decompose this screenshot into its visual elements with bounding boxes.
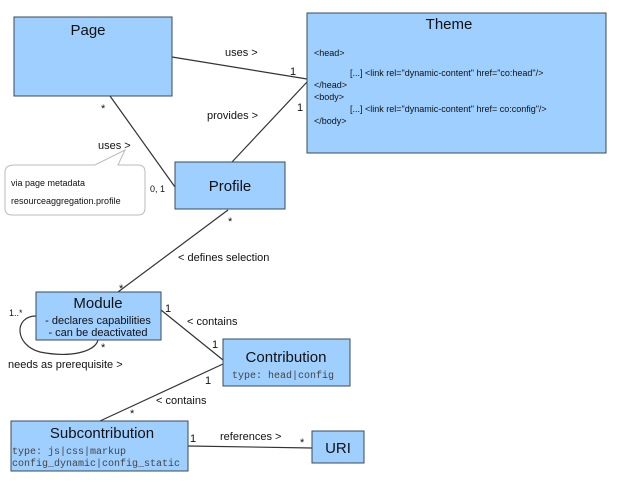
class-name: URI — [325, 440, 351, 457]
note-callout — [4, 148, 146, 216]
theme-code-line: <body> — [314, 92, 344, 102]
multiplicity: 1..* — [9, 308, 23, 318]
assoc-page-profile — [109, 95, 176, 188]
assoc-label: provides > — [207, 110, 258, 122]
assoc-label: uses > — [98, 140, 131, 152]
theme-code-line: <head> — [314, 48, 345, 58]
multiplicity: 1 — [190, 433, 196, 445]
class-name: Page — [70, 22, 105, 39]
multiplicity: * — [101, 342, 106, 354]
subcontribution-type: config_dynamic|config_static — [12, 458, 180, 470]
assoc-label: uses > — [225, 47, 258, 59]
multiplicity: * — [101, 103, 106, 115]
class-name: Subcontribution — [50, 425, 154, 442]
assoc-contribution-subcontribution — [99, 363, 224, 422]
multiplicity: 1 — [212, 339, 218, 351]
module-feature: - declares capabilities — [45, 315, 151, 327]
multiplicity: 1 — [205, 375, 211, 387]
assoc-label: < contains — [156, 395, 207, 407]
class-name: Contribution — [246, 349, 327, 366]
assoc-label: needs as prerequisite > — [8, 359, 123, 371]
multiplicity: * — [228, 216, 233, 228]
class-contribution[interactable]: Contribution type: head|config — [222, 338, 351, 387]
assoc-module-self — [19, 315, 99, 355]
multiplicity: 1 — [290, 66, 296, 78]
assoc-label: < contains — [187, 316, 238, 328]
multiplicity: 1 — [297, 102, 303, 114]
assoc-label: < defines selection — [178, 252, 269, 264]
contribution-type: type: head|config — [232, 370, 334, 382]
assoc-profile-module — [117, 209, 229, 293]
module-feature: - can be deactivated — [48, 327, 147, 339]
multiplicity: * — [130, 408, 135, 420]
subcontribution-type: type: js|css|markup — [12, 446, 126, 458]
note-line: resourceaggregation.profile — [11, 196, 121, 206]
multiplicity: 1 — [165, 303, 171, 315]
class-profile[interactable]: Profile — [174, 161, 286, 210]
class-module[interactable]: Module - declares capabilities - can be … — [35, 291, 162, 341]
class-subcontribution[interactable]: Subcontribution type: js|css|markup conf… — [10, 420, 189, 472]
multiplicity: 0, 1 — [150, 184, 165, 194]
theme-code-line: [...] <link rel="dynamic-content" href= … — [350, 104, 547, 114]
assoc-subcontribution-uri — [187, 445, 313, 449]
theme-code-line: [...] <link rel="dynamic-content" href="… — [350, 68, 543, 78]
theme-code-line: </body> — [314, 116, 347, 126]
assoc-label: references > — [220, 431, 281, 443]
multiplicity: * — [300, 437, 305, 449]
class-uri[interactable]: URI — [311, 430, 365, 464]
note-line: via page metadata — [11, 178, 85, 188]
class-name: Profile — [209, 178, 252, 195]
multiplicity: * — [119, 283, 124, 295]
assoc-page-theme — [171, 56, 308, 80]
class-name: Module — [73, 295, 122, 312]
class-page[interactable]: Page — [13, 16, 173, 97]
class-name: Theme — [426, 16, 473, 33]
assoc-module-contribution — [160, 309, 224, 361]
class-theme[interactable]: Theme <head> [...] <link rel="dynamic-co… — [306, 12, 607, 154]
theme-code-line: </head> — [314, 80, 347, 90]
assoc-profile-theme — [231, 81, 308, 163]
